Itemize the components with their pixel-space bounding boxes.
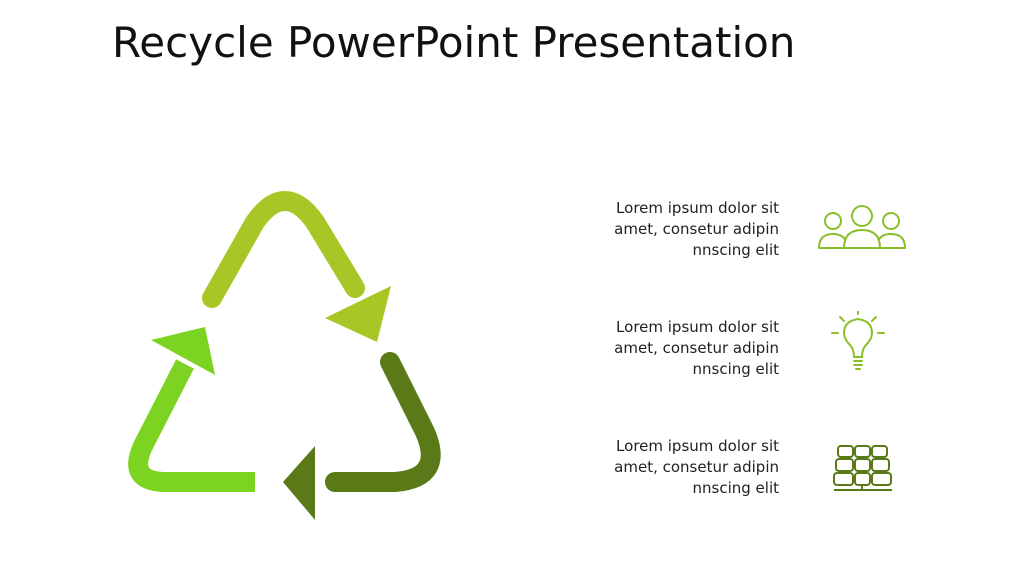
list-item: Lorem ipsum dolor sit amet, consetur adi… (580, 198, 940, 268)
solar-panel-icon (833, 445, 892, 491)
slide-title: Recycle PowerPoint Presentation (112, 18, 796, 67)
item-text: Lorem ipsum dolor sit amet, consetur adi… (614, 318, 779, 378)
lightbulb-icon (831, 311, 885, 370)
recycle-arrow-right (283, 352, 441, 520)
people-group-icon (818, 205, 906, 249)
item-text: Lorem ipsum dolor sit amet, consetur adi… (614, 437, 779, 497)
recycle-arrow-top (202, 191, 391, 342)
list-item: Lorem ipsum dolor sit amet, consetur adi… (580, 311, 940, 387)
recycle-arrow-left (128, 327, 255, 492)
item-text: Lorem ipsum dolor sit amet, consetur adi… (614, 199, 779, 259)
list-item: Lorem ipsum dolor sit amet, consetur adi… (580, 436, 940, 506)
recycle-icon (128, 191, 441, 520)
